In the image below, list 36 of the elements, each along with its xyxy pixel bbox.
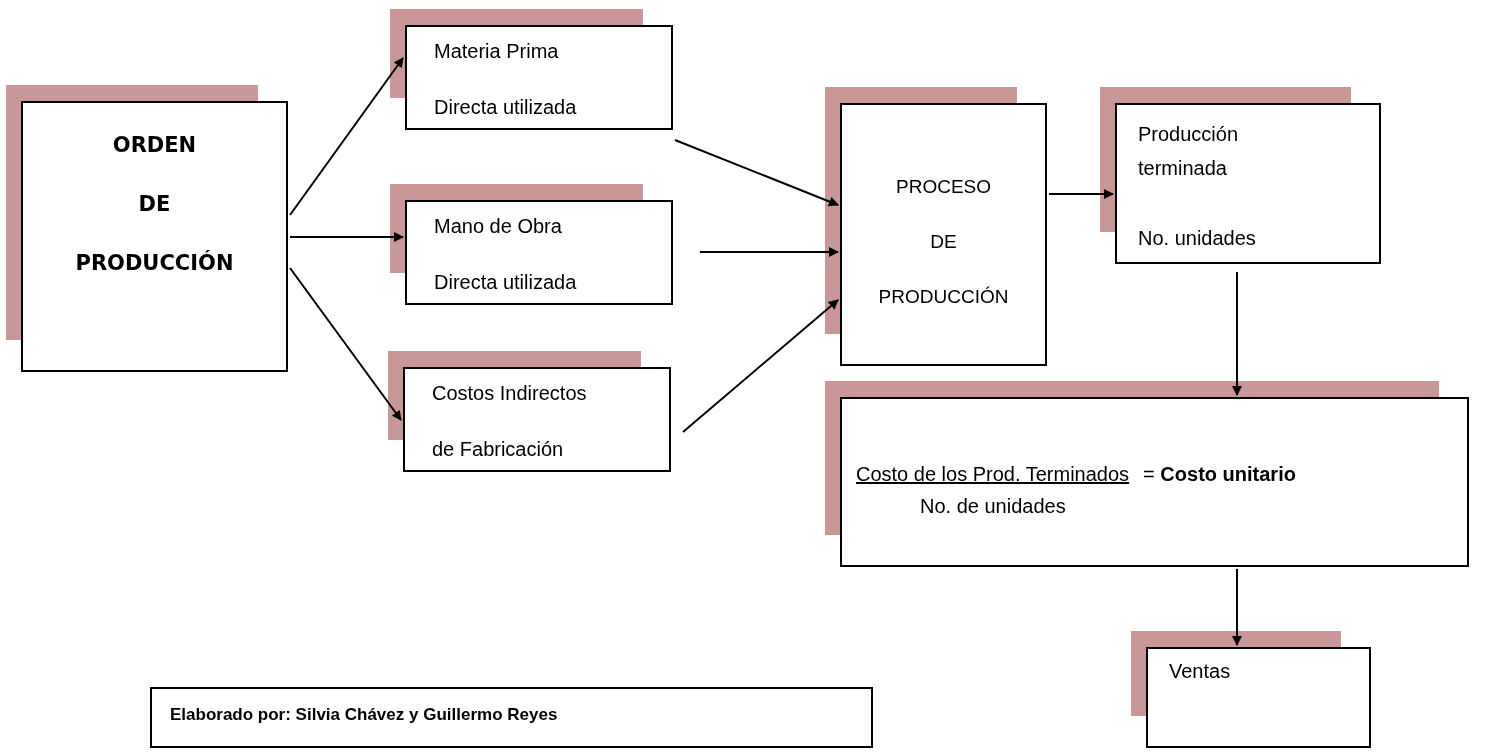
process-box	[840, 103, 1047, 366]
arrow	[1232, 271, 1242, 396]
process-box	[1146, 647, 1371, 748]
arrow	[1232, 568, 1242, 646]
process-box	[403, 367, 671, 472]
arrow	[289, 267, 402, 421]
credit-box	[150, 687, 873, 748]
box-text: PROCESO	[896, 177, 991, 196]
box-text: Mano de Obra	[434, 216, 562, 236]
box-text: de Fabricación	[432, 439, 564, 459]
box-text: DE	[138, 194, 171, 215]
box-text: Elaborado por: Silvia Chávez y Guillermo Reyes	[170, 706, 558, 723]
box-text: Directa utilizada	[434, 272, 577, 292]
process-box	[405, 25, 673, 130]
box-text: Costos Indirectos	[432, 383, 587, 403]
box-text: No. de unidades	[920, 494, 1066, 519]
arrow	[1048, 189, 1114, 199]
arrow	[289, 57, 404, 216]
box-text: Producción terminada	[1138, 122, 1240, 181]
process-box	[840, 397, 1469, 567]
box-text: No. unidades	[1138, 226, 1256, 251]
box-text: ORDEN	[112, 135, 197, 156]
process-box	[1115, 103, 1381, 264]
box-text: Costo de los Prod. Terminados	[856, 462, 1130, 487]
box-text: Materia Prima	[434, 41, 559, 61]
box-text: DE	[930, 232, 957, 251]
box-text: Ventas	[1169, 661, 1231, 681]
box-text: Directa utilizada	[434, 97, 577, 117]
process-box	[405, 200, 673, 305]
arrow	[682, 299, 839, 433]
box-text: = Costo unitario	[1143, 462, 1296, 487]
arrow	[699, 247, 839, 257]
process-box	[21, 101, 288, 372]
box-text: PRODUCCIÓN	[878, 287, 1009, 306]
arrow	[289, 232, 404, 242]
arrow	[674, 139, 839, 207]
